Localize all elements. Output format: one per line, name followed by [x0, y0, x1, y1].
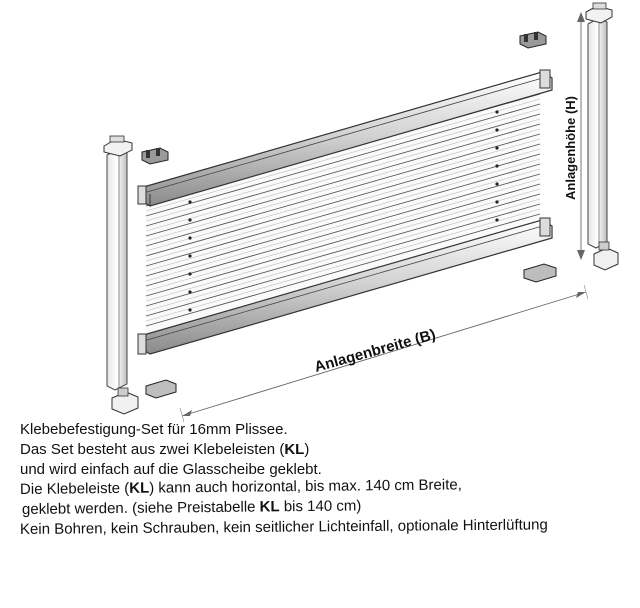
- bottom-right-clamp: [523, 263, 557, 283]
- height-label: Anlagenhöhe (H): [563, 96, 578, 200]
- width-label: Anlagenbreite (B): [313, 326, 438, 376]
- description-line: Das Set besteht aus zwei Klebeleisten (K…: [20, 441, 310, 458]
- bottom-rail: [137, 217, 553, 355]
- top-rail: [137, 69, 553, 207]
- description-text: Klebebefestigung-Set für 16mm Plissee. D…: [20, 420, 640, 540]
- height-dimension-arrow: [577, 12, 585, 260]
- description-line: Kein Bohren, kein Schrauben, kein seitli…: [19, 516, 548, 538]
- top-right-clamp: [519, 31, 547, 49]
- description-line: und wird einfach auf die Glasscheibe gek…: [20, 461, 322, 478]
- width-dimension-arrow: [179, 284, 589, 423]
- left-adhesive-strip: [103, 135, 139, 415]
- pleated-fabric: [145, 86, 541, 338]
- right-adhesive-strip: [585, 2, 619, 271]
- top-left-clamp: [141, 147, 169, 165]
- bottom-left-clamp: [145, 379, 177, 399]
- description-line: Klebebefestigung-Set für 16mm Plissee.: [20, 421, 288, 438]
